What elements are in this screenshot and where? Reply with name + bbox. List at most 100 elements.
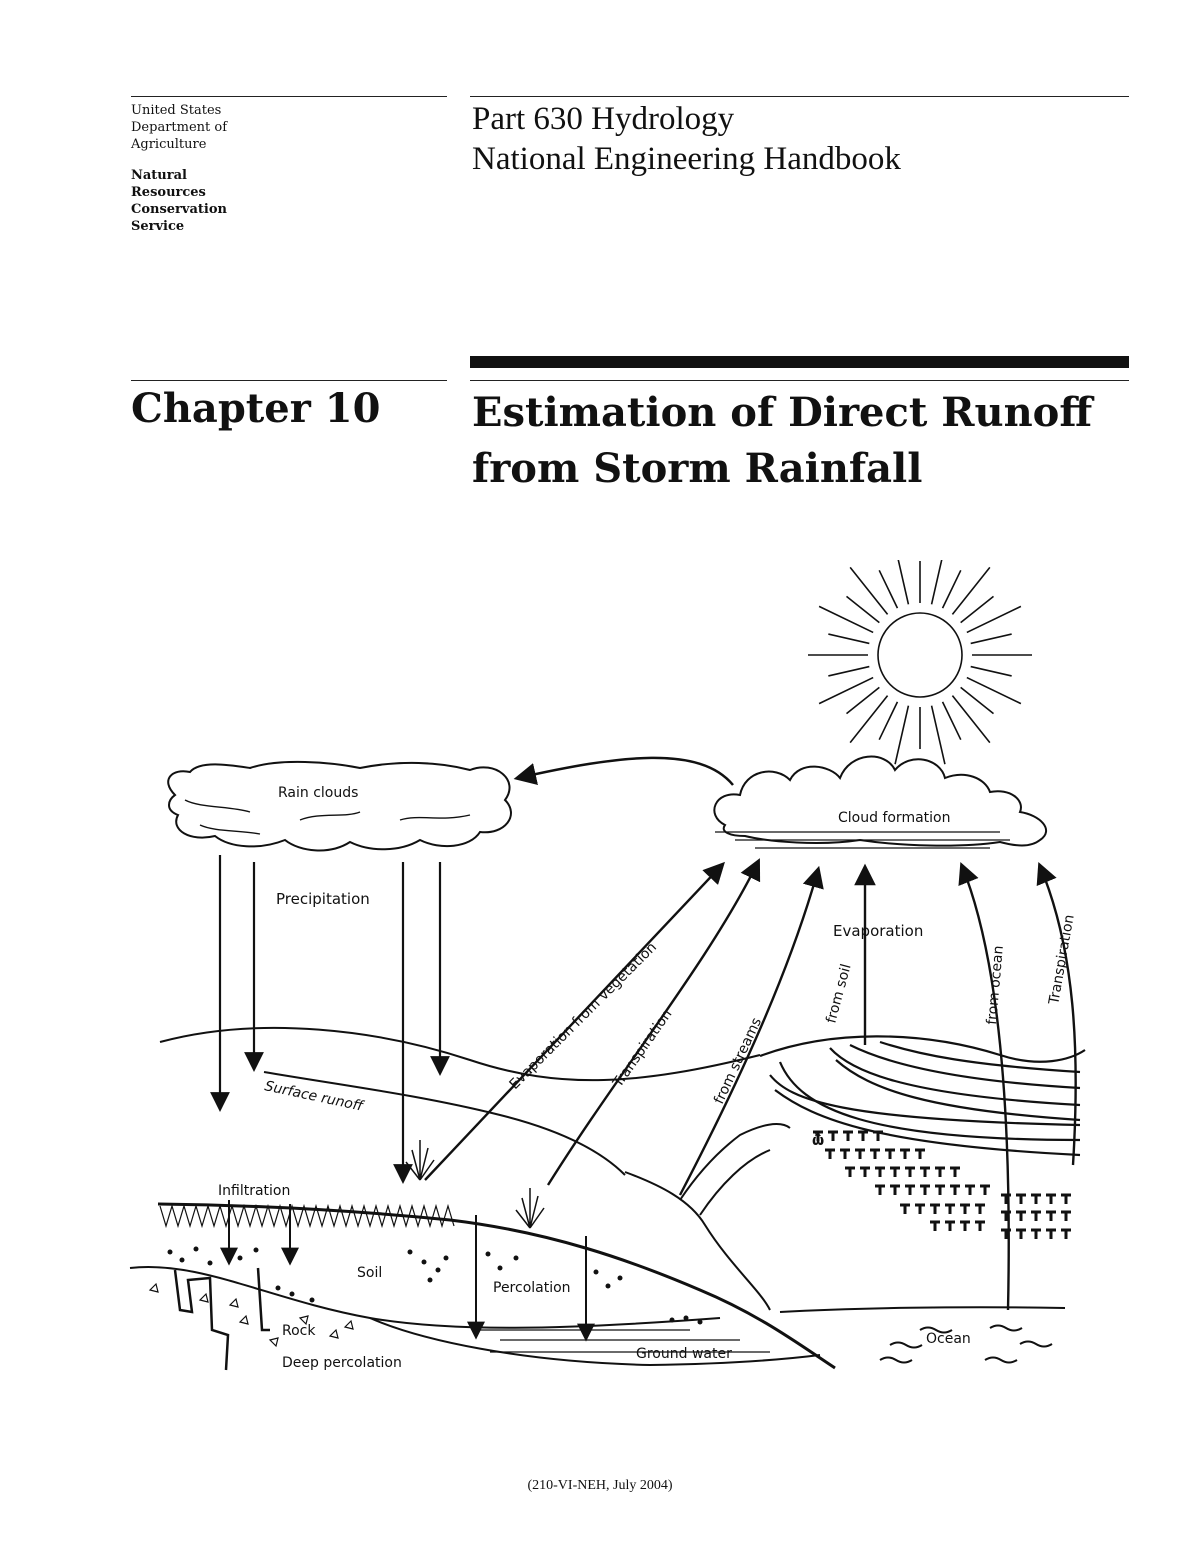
crop-plant [1031, 1210, 1041, 1221]
crop-plant [905, 1166, 915, 1177]
service-line: Resources [131, 185, 206, 200]
sun-ray [941, 701, 962, 741]
crop-plant [1046, 1193, 1056, 1204]
crop-plant [905, 1184, 915, 1195]
label-percolation: Percolation [493, 1280, 571, 1296]
soil-moisture-dots [167, 1246, 703, 1325]
crop-plant [965, 1184, 975, 1195]
formation-cloud-base [715, 831, 1010, 849]
crop-plant [915, 1148, 925, 1159]
label-evaporation: Evaporation [833, 922, 923, 940]
crop-plant [900, 1203, 910, 1214]
label-soil: Soil [357, 1265, 382, 1281]
agency-line: Agriculture [131, 137, 207, 152]
crop-plant [935, 1184, 945, 1195]
crop-plant [828, 1130, 838, 1141]
agency-spacer [131, 153, 227, 167]
crop-plant [930, 1220, 940, 1231]
sun-ray [951, 695, 991, 744]
sun-ray [818, 676, 874, 705]
crop-plant [920, 1184, 930, 1195]
crop-plant [1001, 1193, 1011, 1204]
footer-citation: (210-VI-NEH, July 2004) [527, 1478, 673, 1493]
crop-plant [873, 1130, 883, 1141]
label-from-soil: from soil [823, 962, 854, 1025]
crop-plant [860, 1166, 870, 1177]
hydrologic-cycle-figure: ὢ Rain clouds Cloud formation Precipitat… [129, 560, 1086, 1371]
crop-plant [875, 1166, 885, 1177]
sun-ray [846, 686, 880, 715]
agency-line: Department of [131, 120, 228, 135]
ocean-waves [779, 1306, 1066, 1364]
sun-ray [828, 665, 870, 677]
crop-plant [855, 1148, 865, 1159]
crop-plant [813, 1130, 823, 1141]
crop-plant [1061, 1193, 1071, 1204]
label-deep-percolation: Deep percolation [282, 1355, 402, 1371]
crop-plant [1016, 1193, 1026, 1204]
crop-plant [920, 1166, 930, 1177]
rain-cloud-detail [184, 799, 471, 835]
sun-ray [930, 705, 946, 765]
evaporation-arrows [424, 858, 1077, 1311]
sun-icon [808, 560, 1032, 765]
crop-plant [870, 1148, 880, 1159]
crop-plant [885, 1148, 895, 1159]
sun-ray [849, 695, 889, 744]
crop-plant [975, 1220, 985, 1231]
crop-plant [1031, 1193, 1041, 1204]
crop-plant [1061, 1210, 1071, 1221]
header-rule-left [131, 96, 447, 97]
label-from-streams: from streams [711, 1015, 765, 1106]
chapter-thick-rule [470, 356, 1129, 368]
chapter-title: Estimation of Direct Runoff from Storm R… [472, 385, 1092, 497]
rock-fragments [148, 1282, 354, 1348]
crop-plant [1046, 1210, 1056, 1221]
header-rule-right [470, 96, 1129, 97]
crop-plant [825, 1148, 835, 1159]
crop-plant [1016, 1210, 1026, 1221]
crop-plant [900, 1148, 910, 1159]
sun-ray [960, 595, 994, 624]
crop-plant [1001, 1228, 1011, 1239]
label-rock: Rock [282, 1323, 316, 1339]
sun-ray [966, 676, 1022, 705]
handbook-line: Part 630 Hydrology [472, 101, 735, 137]
crop-plant [858, 1130, 868, 1141]
crop-plant [945, 1220, 955, 1231]
crop-plant [875, 1184, 885, 1195]
crop-plant [843, 1130, 853, 1141]
sun-ray [878, 569, 899, 609]
label-precipitation: Precipitation [276, 890, 370, 908]
precipitation-arrows [210, 855, 450, 1184]
crop-plant [935, 1166, 945, 1177]
sun-ray [894, 705, 910, 765]
infiltration-arrows [220, 1200, 595, 1342]
sun-ray [970, 665, 1012, 677]
crop-plant [945, 1203, 955, 1214]
crop-plant [840, 1148, 850, 1159]
crop-plant [1001, 1210, 1011, 1221]
contour-field [759, 1035, 1086, 1157]
label-ground-water: Ground water [636, 1346, 732, 1362]
sun-ray [941, 569, 962, 609]
sun-ray [828, 633, 870, 645]
agency-block: United States Department of Agriculture … [131, 102, 227, 235]
chapter-rule-right [470, 380, 1129, 381]
chapter-title-line: Estimation of Direct Runoff [472, 389, 1093, 436]
rain-cloud-shape [167, 760, 512, 852]
crop-plant [1046, 1228, 1056, 1239]
label-transpiration-right: Transpiration [1046, 913, 1078, 1006]
sun-ray [846, 595, 880, 624]
chapter-label: Chapter 10 [131, 385, 381, 432]
service-line: Natural [131, 168, 187, 183]
land-surface [129, 1026, 836, 1370]
chapter-title-line: from Storm Rainfall [472, 445, 923, 492]
crop-plant [845, 1166, 855, 1177]
moisture-transport-arrow [513, 756, 734, 786]
label-surface-runoff: Surface runoff [263, 1078, 366, 1115]
crop-plant [890, 1166, 900, 1177]
label-cloud-formation: Cloud formation [838, 810, 950, 826]
crop-plant [950, 1166, 960, 1177]
rock-formation [173, 1267, 270, 1371]
